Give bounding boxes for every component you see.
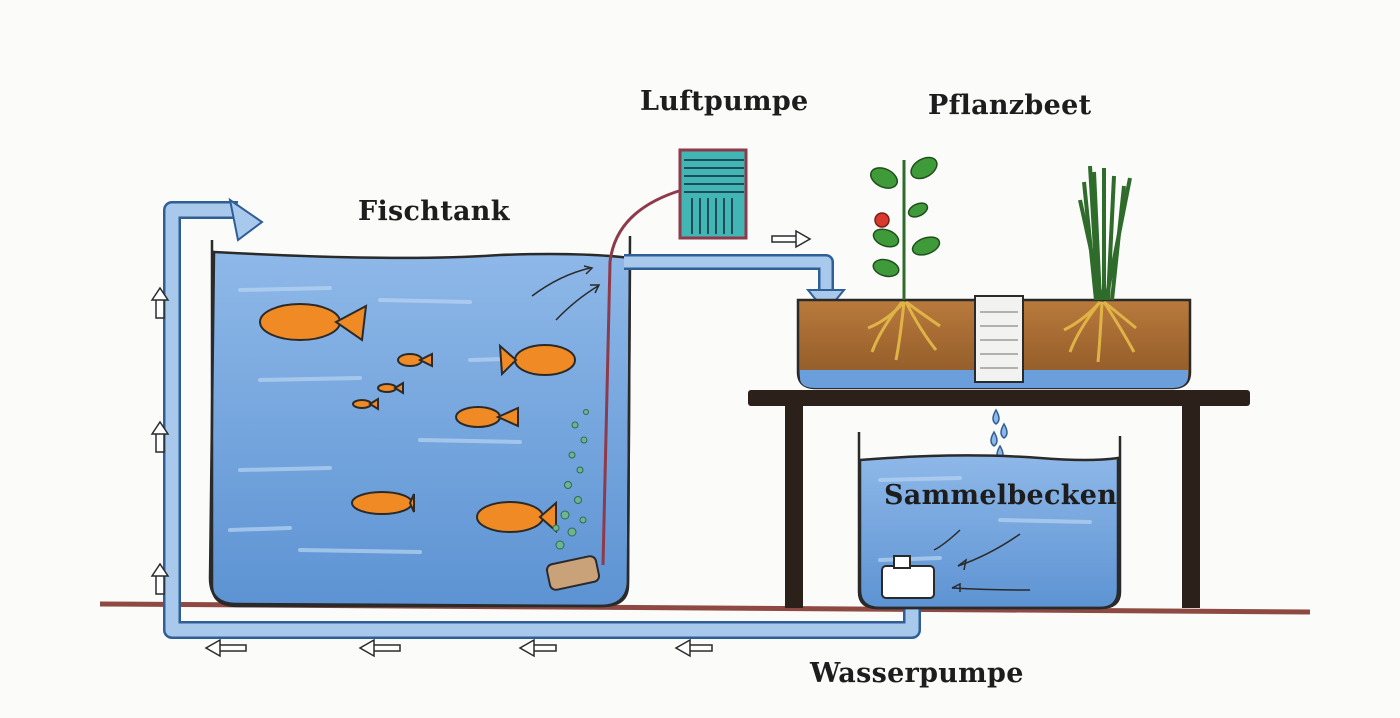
siphon-bell xyxy=(974,295,1024,383)
return-pipe xyxy=(163,197,921,639)
fish-4 xyxy=(351,491,415,515)
tomato-plant xyxy=(870,156,941,300)
roots-left xyxy=(867,300,941,361)
water-drops xyxy=(990,408,1008,461)
fish-8 xyxy=(352,397,379,411)
roots-right xyxy=(1063,300,1137,363)
air-pump-label: Luftpumpe xyxy=(640,86,809,117)
plant-bed xyxy=(796,295,1192,390)
tomato-fruit xyxy=(874,212,890,228)
fish-6 xyxy=(397,352,433,368)
fish-tank-label: Fischtank xyxy=(358,196,510,227)
air-stone xyxy=(545,409,601,591)
table xyxy=(748,390,1250,608)
flow-arrows xyxy=(150,229,812,658)
fish-group xyxy=(259,303,576,534)
fish-3 xyxy=(455,406,519,428)
up-arrow-1 xyxy=(150,286,170,319)
left-arrow-4 xyxy=(674,638,713,658)
water-pump xyxy=(881,529,1031,599)
left-arrow-1 xyxy=(204,638,247,658)
up-arrow-3 xyxy=(150,562,170,595)
sump-label: Sammelbecken xyxy=(884,480,1118,511)
fish-7 xyxy=(377,381,404,395)
fish-1 xyxy=(259,303,368,342)
left-arrow-3 xyxy=(518,638,557,658)
left-arrow-2 xyxy=(358,638,401,658)
up-arrow-2 xyxy=(150,420,170,453)
right-arrow-air xyxy=(771,229,812,249)
air-tube xyxy=(601,188,683,566)
flow-hint-arrows xyxy=(531,265,601,321)
air-pump xyxy=(678,148,748,240)
fish-2 xyxy=(498,343,576,377)
bubbles xyxy=(552,409,589,550)
leek-plant xyxy=(1078,165,1132,301)
plant-bed-label: Pflanzbeet xyxy=(928,90,1092,121)
fish-tank xyxy=(208,235,632,608)
pipe-outlet-arrow xyxy=(228,197,264,242)
water-pump-label: Wasserpumpe xyxy=(810,658,1024,689)
fish-5 xyxy=(476,500,557,534)
